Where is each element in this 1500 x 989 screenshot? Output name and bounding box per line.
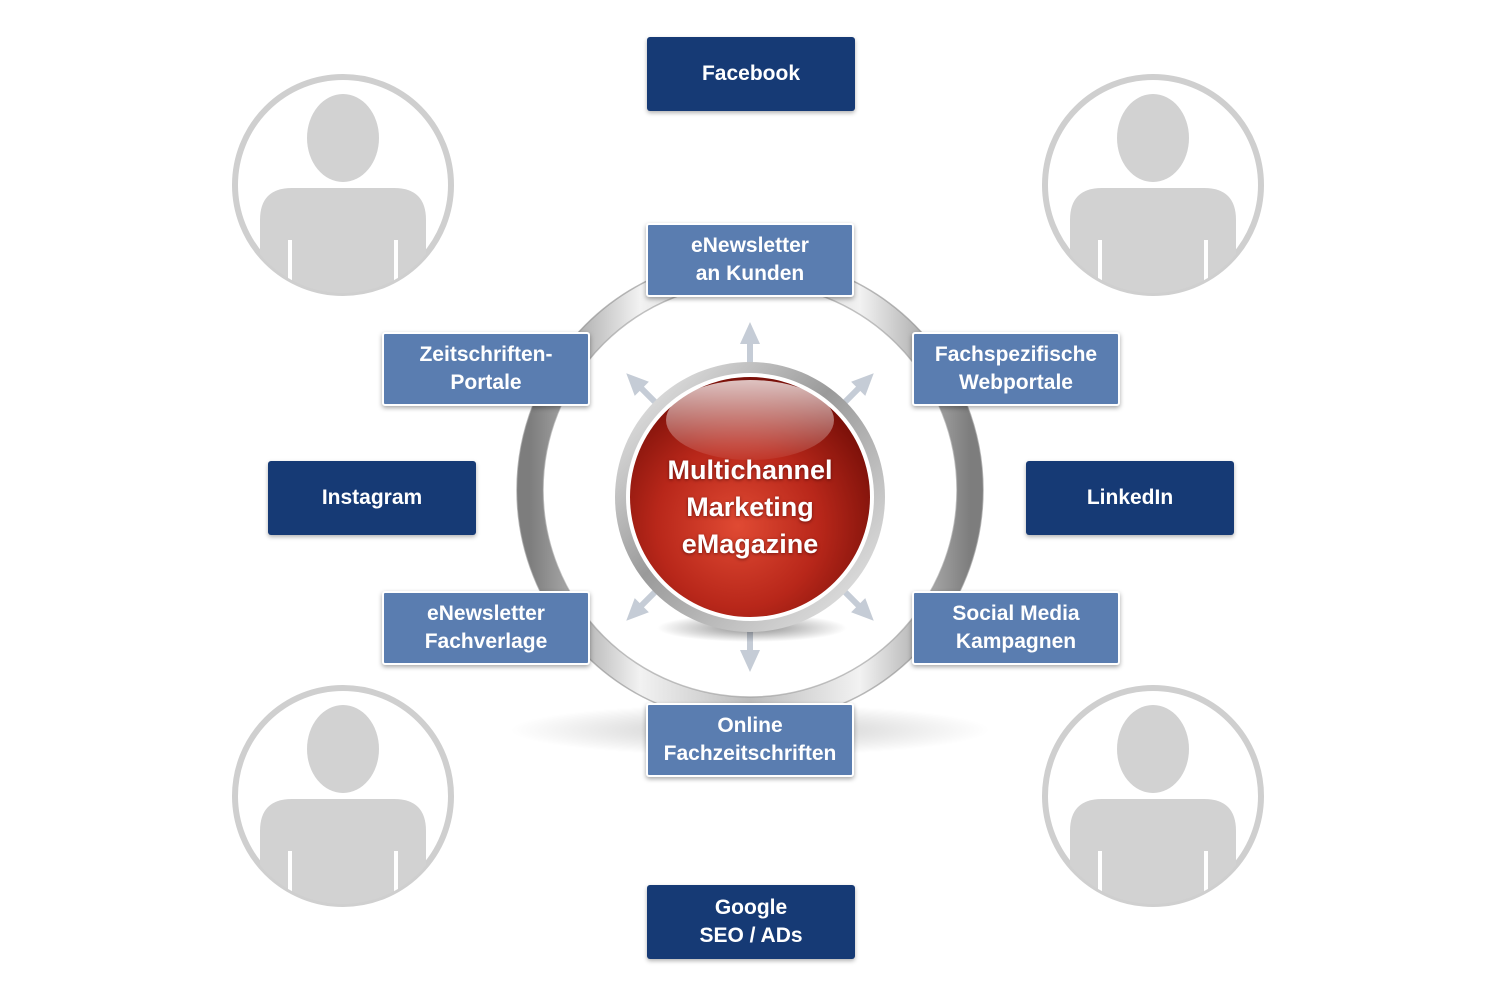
arrow-icon <box>626 587 660 621</box>
user-avatar-bottom-right <box>1042 685 1264 907</box>
channel-enewsletter-fachverlage: eNewsletter Fachverlage <box>382 591 590 665</box>
arrow-icon <box>840 587 874 621</box>
center-label: Multichannel Marketing eMagazine <box>667 455 833 559</box>
channel-social-media-kampagnen: Social Media Kampagnen <box>912 591 1120 665</box>
arrow-icon <box>740 322 760 366</box>
channel-online-fachzeitschriften: Online Fachzeitschriften <box>646 703 854 777</box>
user-silhouette-icon <box>1070 94 1236 293</box>
arrows <box>626 322 874 672</box>
channel-enewsletter-kunden: eNewsletter an Kunden <box>646 223 854 297</box>
channel-zeitschriften-portale: Zeitschriften- Portale <box>382 332 590 406</box>
channel-fachspezifische-webportale: Fachspezifische Webportale <box>912 332 1120 406</box>
arrow-icon <box>626 373 660 407</box>
center-sphere <box>615 362 885 632</box>
channel-google: Google SEO / ADs <box>647 885 855 959</box>
user-silhouette-icon <box>260 705 426 904</box>
channel-instagram: Instagram <box>268 461 476 535</box>
user-silhouette-icon <box>260 94 426 293</box>
user-avatar-top-right <box>1042 74 1264 296</box>
user-avatar-top-left <box>232 74 454 296</box>
arrow-icon <box>840 373 874 407</box>
channel-linkedin: LinkedIn <box>1026 461 1234 535</box>
user-avatar-bottom-left <box>232 685 454 907</box>
channel-facebook: Facebook <box>647 37 855 111</box>
user-silhouette-icon <box>1070 705 1236 904</box>
